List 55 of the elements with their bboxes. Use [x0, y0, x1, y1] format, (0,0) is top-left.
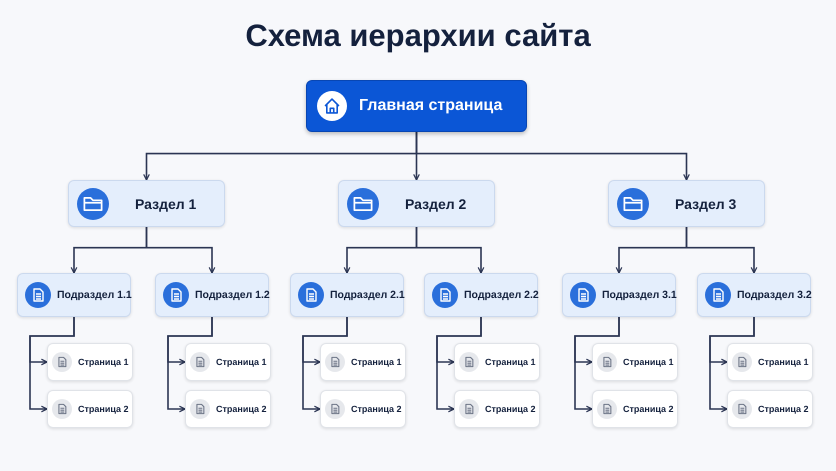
subsection-box — [155, 273, 269, 317]
node-label: Страница 1 — [78, 357, 129, 367]
node-label: Раздел 2 — [405, 196, 466, 212]
node-label: Страница 2 — [78, 404, 129, 414]
subsection-box — [17, 273, 131, 317]
page-card — [47, 343, 133, 381]
node-label: Страница 1 — [623, 357, 674, 367]
node-label: Подраздел 3.2 — [737, 289, 812, 301]
node-label: Страница 2 — [758, 404, 809, 414]
node-label: Страница 1 — [485, 357, 536, 367]
subsection-box — [424, 273, 538, 317]
page-card — [185, 343, 271, 381]
node-label: Раздел 1 — [135, 196, 196, 212]
page-card — [320, 343, 406, 381]
node-label: Подраздел 3.1 — [602, 289, 677, 301]
connector-arrow — [302, 317, 348, 412]
page-card — [185, 390, 271, 428]
node-label: Страница 2 — [351, 404, 402, 414]
node-label: Подраздел 2.2 — [464, 289, 539, 301]
page-card — [592, 343, 678, 381]
connector-arrow — [709, 317, 755, 412]
connector-arrow — [416, 227, 484, 274]
page-card — [454, 343, 540, 381]
node-label: Страница 2 — [623, 404, 674, 414]
subsection-box — [290, 273, 404, 317]
home-page-box — [306, 80, 527, 132]
connector-arrow — [686, 227, 758, 274]
node-label: Главная страница — [359, 97, 502, 115]
page-card — [727, 343, 813, 381]
section-box — [68, 180, 225, 227]
page-card — [592, 390, 678, 428]
connector-arrow — [29, 317, 75, 412]
connector-arrow — [574, 317, 620, 412]
node-label: Раздел 3 — [675, 196, 736, 212]
node-label: Страница 2 — [216, 404, 267, 414]
connector-arrow — [146, 227, 216, 274]
subsection-box — [697, 273, 811, 317]
page-card — [320, 390, 406, 428]
page-card — [727, 390, 813, 428]
node-label: Страница 1 — [216, 357, 267, 367]
node-label: Подраздел 1.2 — [195, 289, 270, 301]
node-label: Подраздел 2.1 — [330, 289, 405, 301]
node-label: Подраздел 1.1 — [57, 289, 132, 301]
subsection-box — [562, 273, 676, 317]
diagram-title: Схема иерархии сайта — [244, 18, 592, 54]
connector-arrow — [167, 317, 213, 412]
section-box — [338, 180, 495, 227]
node-label: Страница 2 — [485, 404, 536, 414]
connector-arrow — [436, 317, 482, 412]
connector-arrow — [416, 132, 690, 181]
page-card — [47, 390, 133, 428]
node-label: Страница 1 — [351, 357, 402, 367]
page-card — [454, 390, 540, 428]
node-label: Страница 1 — [758, 357, 809, 367]
section-box — [608, 180, 765, 227]
